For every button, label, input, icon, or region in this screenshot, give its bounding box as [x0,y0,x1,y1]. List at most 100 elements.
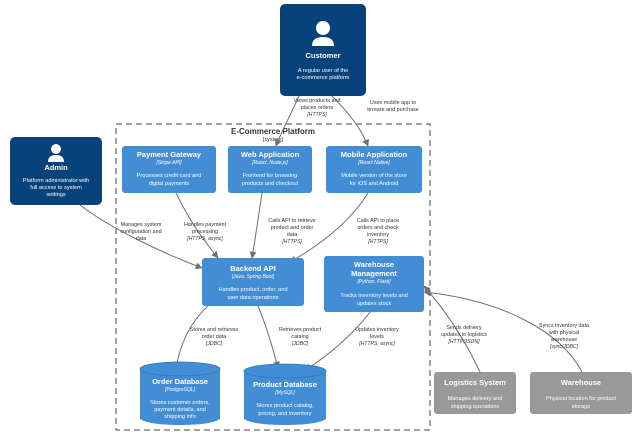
edge-api-productdb [257,305,280,369]
product-database-top [243,363,327,379]
customer-desc-line: e-commerce platform [297,75,350,81]
edge-label-payment-api: Handles payment processing [HTTPS, async… [184,222,226,242]
web-application-box [228,146,312,193]
svg-text:warehouse: warehouse [550,337,577,343]
node-order-database[interactable]: Order Database [PostgreSQL] Stores custo… [139,361,221,425]
svg-text:updates to logistics: updates to logistics [441,332,487,338]
edge-label-wms-productdb: Updates inventory levels [HTTPS, async] [355,327,399,347]
edge-labels: Views products and places orders [HTTPS]… [120,98,589,350]
person-icon [48,144,64,162]
product-database-tech: [MySQL] [274,390,295,396]
order-database-top [139,361,221,377]
product-database-title: Product Database [253,380,317,389]
boundary-title: E-Commerce Platform [231,127,315,136]
edge-label-mobile-api: Calls API to place orders and check inve… [357,218,399,245]
web-application-tech: [React, Node.js] [251,160,288,166]
logistics-system-desc-line: shipping operations [451,404,500,410]
warehouse-management-title: Management [351,269,397,278]
node-product-database[interactable]: Product Database [MySQL] Stores product … [243,363,327,425]
svg-text:configuration and: configuration and [120,229,161,235]
node-web-application[interactable]: Web Application [React, Node.js] Fronten… [228,146,312,193]
backend-api-desc-line: user data operations [228,295,279,301]
node-payment-gateway[interactable]: Payment Gateway [Stripe API] Processes c… [122,146,216,193]
svg-text:Manages system: Manages system [121,222,162,228]
payment-gateway-tech: [Stripe API] [155,160,182,166]
warehouse-management-desc-line: updates stock [357,301,392,307]
edge-label-api-orderdb: Stores and retrieves order data [JDBC] [190,327,239,347]
svg-text:[HTTP/JSON]: [HTTP/JSON] [447,339,480,345]
edge-label-logistics-wms: Sends delivery updates to logistics [HTT… [441,325,487,345]
product-database-desc-line: Stores product catalog, [256,403,314,409]
warehouse-box [530,372,632,414]
svg-text:Uses mobile app to: Uses mobile app to [370,100,416,106]
web-application-desc-line: Frontend for browsing [243,173,297,179]
order-database-desc-line: payment details, and [154,407,206,413]
node-logistics-system[interactable]: Logistics System Manages delivery and sh… [434,372,516,414]
svg-text:Sends delivery: Sends delivery [446,325,482,331]
mobile-application-desc-line: for iOS and Android [350,181,399,187]
svg-text:Updates inventory: Updates inventory [355,327,399,333]
system-boundary: E-Commerce Platform [system] [115,123,431,431]
svg-text:data: data [287,232,298,238]
payment-gateway-desc-line: Processes credit card and [137,173,202,179]
customer-desc-line: A regular user of the [298,68,348,74]
node-customer[interactable]: Customer A regular user of the e-commerc… [280,4,366,96]
order-database-title: Order Database [152,377,208,386]
admin-box [10,137,102,205]
warehouse-management-tech: [Python, Flask] [356,279,391,285]
edge-customer-web [275,93,301,147]
edge-payment-api [175,192,219,259]
logistics-system-box [434,372,516,414]
backend-api-box [202,258,304,306]
person-icon [312,21,334,46]
web-application-title: Web Application [241,150,300,159]
product-database-desc-line: pricing, and inventory [258,411,311,417]
svg-text:browse and purchase: browse and purchase [367,107,419,113]
svg-text:Handles payment: Handles payment [184,222,226,228]
edge-label-customer-mobile: Uses mobile app to browse and purchase [367,100,419,113]
svg-text:Calls API to place: Calls API to place [357,218,399,224]
order-database-body [140,369,220,425]
svg-text:Calls API to retrieve: Calls API to retrieve [268,218,315,224]
mobile-application-title: Mobile Application [341,150,408,159]
svg-text:Views products and: Views products and [294,98,341,104]
backend-api-tech: [Java, Spring Boot] [231,274,275,280]
svg-text:catalog: catalog [291,334,308,340]
edge-admin-api [79,204,203,270]
edge-api-orderdb [173,305,209,369]
backend-api-title: Backend API [230,264,276,273]
node-warehouse-management[interactable]: Warehouse Management [Python, Flask] Tra… [324,256,424,312]
svg-text:order data: order data [202,334,227,340]
edge-label-web-api: Calls API to retrieve product and order … [268,218,315,245]
warehouse-desc-line: Physical location for product [546,396,616,402]
svg-text:places orders: places orders [301,105,334,111]
boundary-type: [system] [263,137,284,143]
web-application-desc-line: products and checkout [242,181,299,187]
node-admin[interactable]: Admin Platform administrator with full a… [10,137,102,205]
node-warehouse[interactable]: Warehouse Physical location for product … [530,372,632,414]
admin-title: Admin [44,163,68,172]
node-backend-api[interactable]: Backend API [Java, Spring Boot] Handles … [202,258,304,306]
warehouse-desc-line: storage [572,404,591,410]
warehouse-management-desc-line: Tracks inventory levels and [340,293,408,299]
edge-label-admin-api: Manages system configuration and data [120,222,162,242]
node-mobile-application[interactable]: Mobile Application [React Native] Mobile… [326,146,422,193]
logistics-system-title: Logistics System [444,378,506,387]
warehouse-management-title: Warehouse [354,260,394,269]
svg-text:orders and check: orders and check [357,225,399,231]
edge-mobile-api [289,192,369,263]
product-database-body [244,371,326,425]
order-database-desc-line: shipping info [164,414,195,420]
mobile-application-desc-line: Mobile version of the store [341,173,407,179]
edge-warehouse-wms [423,289,583,373]
svg-text:Retrieves product: Retrieves product [279,327,322,333]
backend-api-desc-line: Handles product, order, and [218,287,287,293]
svg-text:[JDBC]: [JDBC] [205,341,223,347]
svg-text:[HTTPS, async]: [HTTPS, async] [186,236,223,242]
edge-logistics-wms [423,285,481,373]
warehouse-title: Warehouse [561,378,601,387]
payment-gateway-box [122,146,216,193]
order-database-desc-line: Stores customer orders, [150,400,210,406]
mobile-application-box [326,146,422,193]
